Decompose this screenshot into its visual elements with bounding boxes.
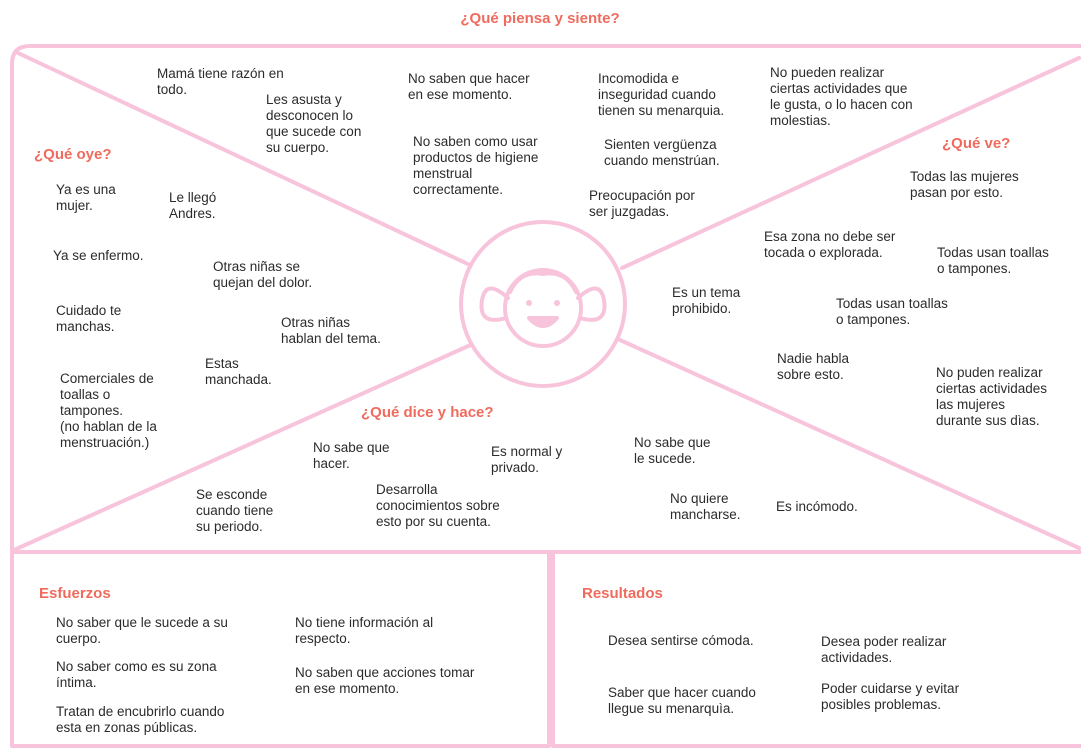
oye-note: Otras niñas hablan del tema. (281, 315, 381, 346)
dice-note: No sabe que hacer. (313, 440, 390, 471)
esfuerzos-item: Tratan de encubrirlo cuando esta en zona… (56, 704, 225, 735)
girl-face-icon (479, 268, 607, 348)
resultados-item: Desea poder realizar actividades. (821, 634, 947, 665)
dice-note: No sabe que le sucede. (634, 435, 711, 466)
heading-oye: ¿Qué oye? (34, 146, 112, 163)
oye-note: Cuidado te manchas. (56, 303, 122, 334)
piensa-note: Les asusta y desconocen lo que sucede co… (266, 92, 362, 155)
piensa-note: Sienten vergüenza cuando menstrúan. (604, 137, 720, 168)
bottom-right-box (551, 552, 1081, 748)
oye-note: Ya es una mujer. (56, 182, 116, 213)
piensa-note: Mamá tiene razón en todo. (157, 66, 284, 97)
dice-note: Desarrolla conocimientos sobre esto por … (376, 482, 500, 529)
esfuerzos-item: No saber como es su zona íntima. (56, 659, 217, 690)
resultados-item: Poder cuidarse y evitar posibles problem… (821, 681, 960, 712)
oye-note: Estas manchada. (205, 356, 272, 387)
diagonal-top-right (620, 56, 1081, 270)
ve-note: Nadie habla sobre esto. (777, 351, 850, 382)
esfuerzos-item: No saber que le sucede a su cuerpo. (56, 615, 228, 646)
ve-note: Todas usan toallas o tampones. (836, 296, 948, 327)
top-frame (10, 44, 1081, 554)
esfuerzos-item: No tiene información al respecto. (295, 615, 434, 646)
oye-note: Otras niñas se quejan del dolor. (213, 259, 313, 290)
ve-note: Esa zona no debe ser tocada o explorada. (764, 229, 896, 260)
piensa-note: No saben que hacer en ese momento. (408, 71, 530, 102)
center-circle (459, 220, 627, 388)
diagonal-top-left (16, 51, 472, 267)
heading-resultados: Resultados (582, 585, 663, 602)
diagonal-bottom-right (618, 338, 1081, 550)
heading-dice: ¿Qué dice y hace? (361, 404, 494, 421)
resultados-item: Saber que hacer cuando llegue su menarqu… (608, 685, 756, 716)
dice-note: Se esconde cuando tiene su periodo. (196, 487, 274, 534)
piensa-note: No saben como usar productos de higiene … (413, 134, 539, 197)
diagonal-bottom-left (12, 341, 477, 552)
ve-note: Todas usan toallas o tampones. (937, 245, 1049, 276)
bottom-left-box (10, 552, 551, 748)
oye-note: Le llegó Andres. (169, 190, 217, 221)
esfuerzos-item: No saben que acciones tomar en ese momen… (295, 665, 475, 696)
dice-note: No quiere mancharse. (670, 491, 741, 522)
dice-note: Es normal y privado. (491, 444, 563, 475)
oye-note: Comerciales de toallas o tampones. (no h… (60, 371, 157, 450)
ve-note: Todas las mujeres pasan por esto. (910, 169, 1019, 200)
heading-ve: ¿Qué ve? (942, 135, 1011, 152)
ve-note: No puden realizar ciertas actividades la… (936, 365, 1048, 428)
oye-note: Ya se enfermo. (53, 248, 144, 263)
heading-esfuerzos: Esfuerzos (39, 585, 111, 602)
ve-note: Es un tema prohibido. (672, 285, 741, 316)
piensa-note: No pueden realizar ciertas actividades q… (770, 65, 913, 128)
heading-piensa: ¿Qué piensa y siente? (460, 10, 620, 27)
resultados-item: Desea sentirse cómoda. (608, 633, 754, 648)
piensa-note: Incomodida e inseguridad cuando tienen s… (598, 71, 725, 118)
piensa-note: Preocupación por ser juzgadas. (589, 188, 695, 219)
dice-note: Es incómodo. (776, 499, 858, 514)
